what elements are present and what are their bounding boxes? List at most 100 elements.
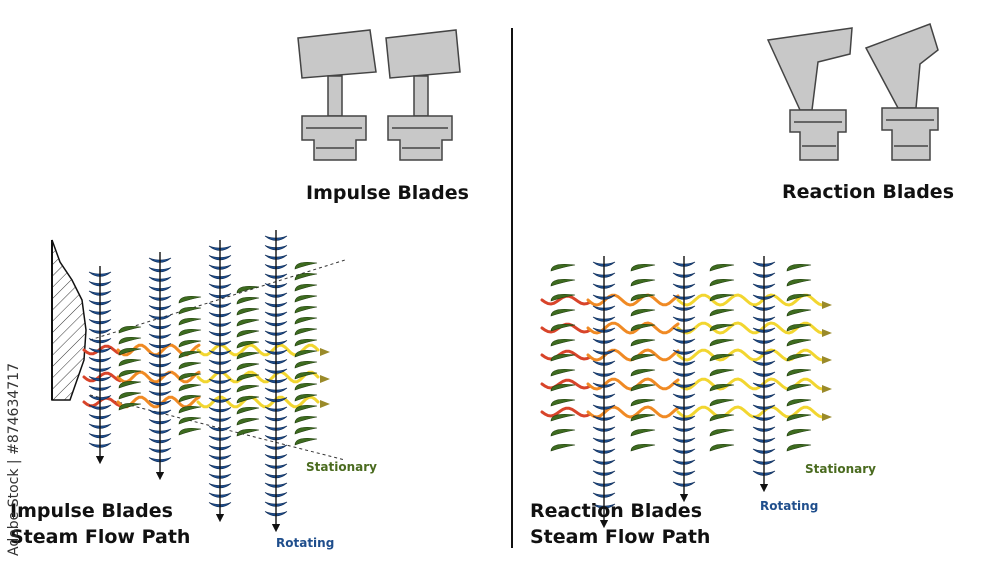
stator-blade (118, 402, 142, 411)
impulse-stator-col-1 (118, 325, 142, 411)
stator-blade (118, 391, 142, 400)
stator-blade (630, 428, 656, 437)
impulse-stator-col-2 (178, 295, 202, 436)
stator-blade (630, 278, 656, 287)
reaction-stationary-blades (550, 263, 812, 452)
stator-blade (118, 325, 142, 334)
stator-blade (786, 293, 812, 302)
stator-blade (786, 368, 812, 377)
stator-blade (709, 308, 735, 317)
reaction-stator-col-3 (709, 263, 735, 452)
rotating-label-left: Rotating (276, 536, 335, 550)
impulse-stationary-blades (118, 261, 318, 446)
stator-blade (236, 373, 260, 382)
stator-blade (178, 405, 202, 414)
stator-blade (178, 339, 202, 348)
stator-blade (786, 263, 812, 272)
steam-path-red (540, 378, 592, 390)
impulse-blades-title: Impulse Blades (306, 182, 469, 204)
stator-blade (294, 272, 318, 281)
stator-blade (236, 318, 260, 327)
stator-blade (550, 278, 576, 287)
stator-blade (236, 417, 260, 426)
stator-blade (178, 394, 202, 403)
stator-blade (550, 428, 576, 437)
stator-blade (709, 323, 735, 332)
stator-blade (294, 327, 318, 336)
stator-blade (178, 383, 202, 392)
steam-arrowhead (320, 400, 330, 409)
stator-blade (236, 428, 260, 437)
stator-blade (294, 305, 318, 314)
steam-path-yellow (196, 395, 320, 409)
steam-arrowhead (822, 300, 832, 309)
reaction-path-title: Reaction Blades Steam Flow Path (530, 498, 710, 550)
stator-blade (786, 353, 812, 362)
reaction-stator-col-1 (550, 263, 576, 452)
stator-blade (118, 347, 142, 356)
reaction-blades-title: Reaction Blades (782, 181, 955, 203)
stator-blade (630, 398, 656, 407)
stator-blade (294, 283, 318, 292)
reaction-path-line1: Reaction Blades (530, 500, 703, 522)
steam-path-red (540, 406, 592, 418)
stator-blade (709, 368, 735, 377)
stator-blade (550, 338, 576, 347)
impulse-rotor-col-4 (264, 230, 288, 533)
reaction-stator-col-2 (630, 263, 656, 452)
stator-blade (709, 278, 735, 287)
stator-blade (709, 293, 735, 302)
steam-arrowhead (822, 412, 832, 421)
stator-blade (236, 362, 260, 371)
reaction-stator-col-4 (786, 263, 812, 452)
steam-path-yellow (676, 377, 824, 391)
steam-arrowhead (822, 384, 832, 393)
stator-blade (630, 263, 656, 272)
impulse-rotor-col-2 (148, 252, 172, 481)
stator-blade (709, 428, 735, 437)
stator-blade (294, 393, 318, 402)
stator-blade (786, 428, 812, 437)
stator-blade (550, 398, 576, 407)
stator-blade (236, 296, 260, 305)
stator-blade (294, 371, 318, 380)
steam-path-red (540, 294, 592, 306)
stator-blade (630, 308, 656, 317)
stator-blade (709, 443, 735, 452)
stator-blade (630, 338, 656, 347)
stator-blade (630, 353, 656, 362)
stator-blade (550, 293, 576, 302)
steam-arrowhead (822, 355, 832, 364)
stator-blade (178, 416, 202, 425)
stator-blade (236, 406, 260, 415)
steam-arrowhead (320, 375, 330, 384)
stator-blade (236, 384, 260, 393)
stator-blade (630, 383, 656, 392)
stator-blade (294, 316, 318, 325)
reaction-rotor-col-3 (752, 256, 776, 493)
stator-blade (709, 338, 735, 347)
steam-path-orange (586, 293, 680, 307)
steam-path-red (82, 371, 122, 383)
impulse-stator-col-4 (294, 261, 318, 446)
stator-blade (178, 328, 202, 337)
stator-blade (630, 443, 656, 452)
stator-blade (236, 351, 260, 360)
stator-blade (550, 413, 576, 422)
stator-blade (118, 369, 142, 378)
stator-blade (550, 263, 576, 272)
stator-blade (786, 443, 812, 452)
impulse-casing (51, 239, 87, 401)
reaction-blade-illustration-1 (766, 27, 853, 161)
stator-blade (294, 426, 318, 435)
stationary-label-right: Stationary (805, 462, 876, 476)
stator-blade (550, 368, 576, 377)
stator-blade (294, 404, 318, 413)
stator-blade (236, 340, 260, 349)
stator-blade (786, 278, 812, 287)
impulse-path-line2: Steam Flow Path (10, 526, 191, 548)
stator-blade (294, 261, 318, 270)
reaction-rotor-col-2 (672, 256, 696, 503)
steam-arrowhead (822, 328, 832, 337)
impulse-path-title: Impulse Blades Steam Flow Path (10, 498, 190, 550)
